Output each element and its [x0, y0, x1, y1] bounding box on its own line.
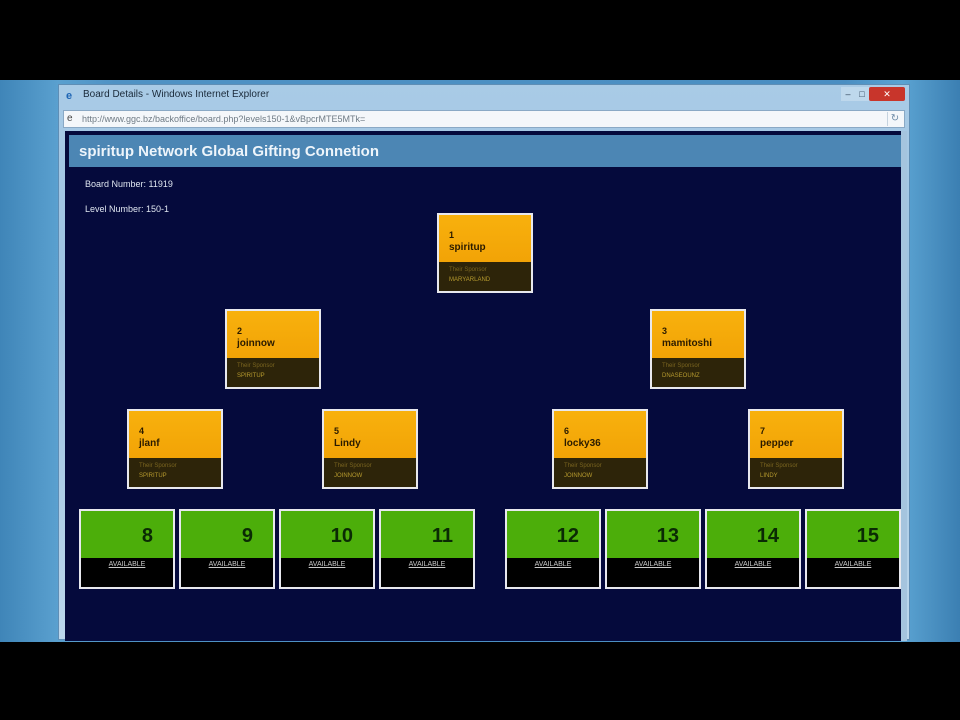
vertical-scrollbar[interactable]	[901, 131, 907, 641]
node-sponsor-panel: Their Sponsor DNASEOUNZ	[652, 358, 744, 387]
maximize-button[interactable]: □	[855, 87, 869, 101]
available-link[interactable]: AVAILABLE	[208, 561, 246, 568]
board-node-1[interactable]: 1 spiritup Their Sponsor MARYARLAND	[437, 213, 533, 293]
slot-number: 13	[656, 525, 679, 547]
page-content: spiritup Network Global Gifting Connetio…	[65, 131, 907, 641]
window-title: Board Details - Windows Internet Explore…	[83, 89, 270, 100]
minimize-button[interactable]: –	[841, 87, 855, 101]
available-link[interactable]: AVAILABLE	[634, 561, 672, 568]
node-number: 2	[237, 326, 243, 336]
refresh-icon[interactable]: ↻	[887, 112, 902, 126]
slot-number: 9	[241, 525, 253, 547]
available-slot-15[interactable]: 15 AVAILABLE	[805, 509, 901, 589]
level-number: Level Number: 150-1	[85, 204, 170, 214]
browser-window: e Board Details - Windows Internet Explo…	[58, 84, 910, 641]
available-slot-12[interactable]: 12 AVAILABLE	[505, 509, 601, 589]
close-button[interactable]: ✕	[869, 87, 905, 101]
node-number: 5	[334, 426, 340, 436]
board-node-4[interactable]: 4 jlanf Their Sponsor SPIRITUP	[127, 409, 223, 489]
slot-number: 11	[431, 525, 453, 547]
node-number: 3	[662, 326, 668, 336]
sponsor-label: Their Sponsor	[760, 463, 798, 469]
page-title: spiritup Network Global Gifting Connetio…	[79, 143, 379, 160]
board-node-5[interactable]: 5 Lindy Their Sponsor JOINNOW	[322, 409, 418, 489]
sponsor-name: DNASEOUNZ	[662, 373, 700, 379]
sponsor-name: LINDY	[760, 473, 778, 479]
available-link[interactable]: AVAILABLE	[308, 561, 346, 568]
node-username: Lindy	[334, 438, 361, 449]
slot-number: 14	[756, 525, 779, 547]
sponsor-label: Their Sponsor	[564, 463, 602, 469]
slot-number: 10	[330, 525, 353, 547]
available-link[interactable]: AVAILABLE	[734, 561, 772, 568]
sponsor-name: SPIRITUP	[237, 373, 265, 379]
available-link[interactable]: AVAILABLE	[108, 561, 146, 568]
address-bar[interactable]: e http://www.ggc.bz/backoffice/board.php…	[63, 110, 905, 128]
sponsor-name: MARYARLAND	[449, 277, 491, 283]
title-bar[interactable]: e Board Details - Windows Internet Explo…	[59, 85, 909, 107]
available-link[interactable]: AVAILABLE	[408, 561, 446, 568]
node-sponsor-panel: Their Sponsor SPIRITUP	[227, 358, 319, 387]
node-sponsor-panel: Their Sponsor JOINNOW	[554, 458, 646, 487]
slot-number: 15	[856, 525, 879, 547]
node-username: locky36	[564, 438, 601, 449]
node-number: 1	[449, 230, 455, 240]
available-slot-8[interactable]: 8 AVAILABLE	[79, 509, 175, 589]
node-sponsor-panel: Their Sponsor MARYARLAND	[439, 262, 531, 291]
available-link[interactable]: AVAILABLE	[834, 561, 872, 568]
sponsor-label: Their Sponsor	[139, 463, 177, 469]
page-header: spiritup Network Global Gifting Connetio…	[69, 135, 901, 167]
window-controls: – □ ✕	[841, 87, 905, 101]
sponsor-label: Their Sponsor	[449, 267, 487, 273]
sponsor-name: JOINNOW	[564, 473, 593, 479]
slot-number: 8	[141, 525, 153, 547]
available-slot-14[interactable]: 14 AVAILABLE	[705, 509, 801, 589]
sponsor-label: Their Sponsor	[662, 363, 700, 369]
sponsor-name: SPIRITUP	[139, 473, 167, 479]
internet-explorer-icon: e	[66, 90, 73, 102]
board-node-7[interactable]: 7 pepper Their Sponsor LINDY	[748, 409, 844, 489]
node-sponsor-panel: Their Sponsor LINDY	[750, 458, 842, 487]
board-node-2[interactable]: 2 joinnow Their Sponsor SPIRITUP	[225, 309, 321, 389]
available-slot-9[interactable]: 9 AVAILABLE	[179, 509, 275, 589]
node-number: 6	[564, 426, 570, 436]
slot-number: 12	[556, 525, 579, 547]
node-username: pepper	[760, 438, 794, 449]
url-text[interactable]: http://www.ggc.bz/backoffice/board.php?l…	[82, 114, 366, 124]
available-slot-11[interactable]: 11 AVAILABLE	[379, 509, 475, 589]
node-sponsor-panel: Their Sponsor JOINNOW	[324, 458, 416, 487]
board-node-6[interactable]: 6 locky36 Their Sponsor JOINNOW	[552, 409, 648, 489]
sponsor-label: Their Sponsor	[334, 463, 372, 469]
sponsor-label: Their Sponsor	[237, 363, 275, 369]
node-number: 4	[139, 426, 145, 436]
node-sponsor-panel: Their Sponsor SPIRITUP	[129, 458, 221, 487]
node-number: 7	[760, 426, 766, 436]
board-number: Board Number: 11919	[85, 179, 173, 189]
available-link[interactable]: AVAILABLE	[534, 561, 572, 568]
node-username: mamitoshi	[662, 338, 713, 349]
page-icon: e	[67, 113, 73, 124]
available-slot-13[interactable]: 13 AVAILABLE	[605, 509, 701, 589]
available-slot-10[interactable]: 10 AVAILABLE	[279, 509, 375, 589]
node-username: jlanf	[139, 438, 160, 449]
node-username: joinnow	[237, 338, 275, 349]
node-username: spiritup	[449, 242, 486, 253]
board-node-3[interactable]: 3 mamitoshi Their Sponsor DNASEOUNZ	[650, 309, 746, 389]
sponsor-name: JOINNOW	[334, 473, 363, 479]
